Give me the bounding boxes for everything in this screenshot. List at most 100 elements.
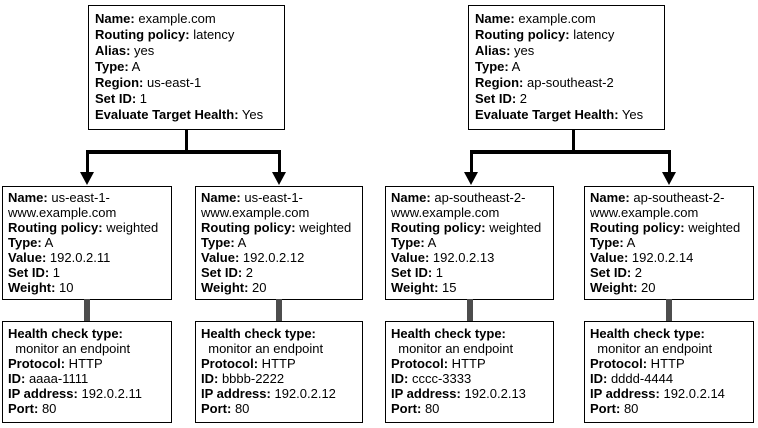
record-line: Alias: yes: [95, 43, 278, 59]
record-line: Name: us-east-1-: [201, 190, 357, 205]
record-line: Health check type:: [8, 326, 166, 341]
record-line: IP address: 192.0.2.12: [201, 386, 357, 401]
record-line: Protocol: HTTP: [201, 356, 357, 371]
field-value: weighted: [485, 220, 542, 235]
record-line: www.example.com: [8, 205, 166, 220]
field-label: ID:: [201, 371, 219, 386]
field-value: 80: [38, 401, 57, 416]
connector-branch-bar-right: [469, 150, 671, 154]
record-line: Name: example.com: [475, 11, 658, 27]
field-label: Type:: [391, 235, 425, 250]
field-label: Name:: [95, 11, 135, 26]
field-value: 192.0.2.11: [77, 386, 142, 401]
field-value: 192.0.2.13: [429, 250, 495, 265]
record-healthcheck-link: [84, 299, 90, 321]
field-value: www.example.com: [590, 205, 699, 220]
field-value: www.example.com: [201, 205, 310, 220]
record-line: IP address: 192.0.2.11: [8, 386, 166, 401]
field-label: Health check type:: [201, 326, 316, 341]
field-value: example.com: [514, 11, 596, 26]
record-line: Protocol: HTTP: [391, 356, 548, 371]
record-line: Type: A: [8, 235, 166, 250]
record-line: ID: dddd-4444: [590, 371, 748, 386]
field-label: Set ID:: [391, 265, 433, 280]
field-label: Port:: [201, 401, 232, 416]
field-label: Health check type:: [391, 326, 506, 341]
field-value: ap-southeast-2: [523, 75, 614, 90]
field-label: Name:: [201, 190, 241, 205]
field-value: A: [41, 235, 54, 250]
record-line: Value: 192.0.2.11: [8, 250, 166, 265]
record-line: www.example.com: [201, 205, 357, 220]
record-line: monitor an endpoint: [391, 341, 548, 356]
field-label: Alias:: [475, 43, 511, 58]
field-label: IP address:: [8, 386, 78, 401]
record-line: Evaluate Target Health: Yes: [95, 107, 278, 123]
field-label: Type:: [95, 59, 129, 74]
field-label: Port:: [8, 401, 39, 416]
connector-stem-right: [571, 130, 575, 154]
connector-arrow-stem: [85, 150, 89, 176]
field-label: Set ID:: [475, 91, 517, 106]
record-line: monitor an endpoint: [8, 341, 166, 356]
field-value: 80: [421, 401, 440, 416]
record-line: Weight: 20: [590, 280, 748, 295]
field-value: A: [128, 59, 141, 74]
field-value: us-east-1-: [240, 190, 303, 205]
field-label: Value:: [8, 250, 47, 265]
record-line: Region: ap-southeast-2: [475, 75, 658, 91]
field-value: 80: [231, 401, 250, 416]
field-value: A: [623, 235, 636, 250]
record-line: ID: aaaa-1111: [8, 371, 166, 386]
connector-arrow-stem: [667, 150, 671, 176]
field-label: Health check type:: [590, 326, 705, 341]
record-line: Name: ap-southeast-2-: [391, 190, 548, 205]
field-label: Routing policy:: [590, 220, 685, 235]
field-label: Protocol:: [391, 356, 449, 371]
field-label: Name:: [590, 190, 630, 205]
field-value: example.com: [134, 11, 216, 26]
field-value: us-east-1: [143, 75, 202, 90]
record-line: www.example.com: [391, 205, 548, 220]
field-label: Set ID:: [95, 91, 137, 106]
record-healthcheck-link: [666, 299, 672, 321]
field-label: Type:: [201, 235, 235, 250]
field-label: IP address:: [590, 386, 660, 401]
field-value: www.example.com: [391, 205, 500, 220]
record-line: Value: 192.0.2.14: [590, 250, 748, 265]
field-value: latency: [569, 27, 615, 42]
record-line: Alias: yes: [475, 43, 658, 59]
field-label: Name:: [475, 11, 515, 26]
field-label: Evaluate Target Health:: [95, 107, 239, 122]
field-label: Region:: [95, 75, 144, 90]
record-line: Evaluate Target Health: Yes: [475, 107, 658, 123]
field-value: monitor an endpoint: [391, 341, 514, 356]
field-label: ID:: [590, 371, 608, 386]
field-value: 2: [631, 265, 643, 280]
field-value: HTTP: [65, 356, 103, 371]
field-label: Port:: [590, 401, 621, 416]
arrow-down-icon: [271, 172, 286, 185]
record-line: Set ID: 1: [8, 265, 166, 280]
field-value: Yes: [618, 107, 644, 122]
field-value: HTTP: [258, 356, 296, 371]
record-line: Type: A: [201, 235, 357, 250]
field-label: ID:: [391, 371, 409, 386]
record-line: Port: 80: [201, 401, 357, 416]
field-value: 192.0.2.14: [628, 250, 694, 265]
record-line: Routing policy: latency: [95, 27, 278, 43]
field-label: Routing policy:: [95, 27, 190, 42]
field-label: Alias:: [95, 43, 131, 58]
field-value: 1: [136, 91, 148, 106]
record-line: Routing policy: latency: [475, 27, 658, 43]
record-line: Set ID: 2: [201, 265, 357, 280]
field-value: 192.0.2.11: [46, 250, 111, 265]
field-value: A: [508, 59, 521, 74]
field-label: Value:: [201, 250, 240, 265]
field-value: monitor an endpoint: [201, 341, 324, 356]
